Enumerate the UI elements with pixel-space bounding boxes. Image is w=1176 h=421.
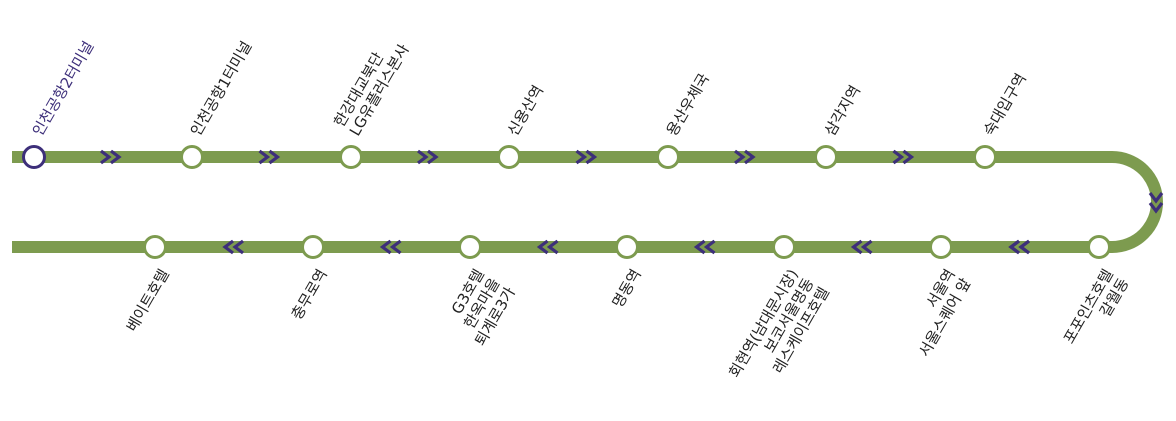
double-chevron-icon	[417, 149, 439, 165]
stop-label-s4: 신용산역	[504, 82, 547, 139]
stop-marker-s6[interactable]	[814, 145, 838, 169]
double-chevron-icon	[850, 239, 873, 255]
double-chevron-icon	[100, 149, 122, 165]
double-chevron-icon	[222, 239, 244, 255]
stop-marker-s5[interactable]	[656, 145, 680, 169]
stop-name: 신용산역	[504, 82, 547, 139]
stop-name: 명동역	[609, 266, 645, 311]
stop-marker-s12[interactable]	[458, 235, 482, 259]
stop-marker-s10[interactable]	[772, 235, 796, 259]
double-chevron-icon	[575, 149, 598, 165]
stop-name: 충무로역	[288, 266, 331, 323]
double-chevron-icon	[1008, 239, 1030, 255]
double-chevron-icon	[258, 149, 281, 165]
stop-name: 삼각지역	[821, 82, 864, 139]
stop-label-s7: 숙대입구역	[980, 70, 1030, 139]
stop-marker-s14[interactable]	[143, 235, 167, 259]
stop-name: 용산우체국	[663, 70, 713, 139]
stop-label-s14: 베이트호텔	[123, 266, 173, 335]
stop-marker-s13[interactable]	[301, 235, 325, 259]
stop-marker-s3[interactable]	[339, 145, 363, 169]
double-chevron-icon	[379, 239, 402, 255]
double-chevron-icon	[734, 149, 756, 165]
direction-arrows	[100, 149, 1164, 255]
stop-marker-s2[interactable]	[180, 145, 204, 169]
double-chevron-icon	[1148, 192, 1164, 214]
stop-label-s1: 인천공항2터미널	[29, 38, 98, 139]
stop-name: 베이트호텔	[123, 266, 173, 335]
stop-name: 숙대입구역	[980, 70, 1030, 139]
stop-marker-s1[interactable]	[22, 145, 46, 169]
stop-marker-s11[interactable]	[615, 235, 639, 259]
stop-name: 인천공항2터미널	[29, 38, 98, 139]
stop-label-s2: 인천공항1터미널	[187, 38, 256, 139]
stop-marker-s7[interactable]	[973, 145, 997, 169]
stop-label-s6: 삼각지역	[821, 82, 864, 139]
stop-marker-s8[interactable]	[1087, 235, 1111, 259]
stop-label-s11: 명동역	[609, 266, 645, 311]
stops	[22, 145, 1111, 259]
stop-name: 인천공항1터미널	[187, 38, 256, 139]
double-chevron-icon	[693, 239, 716, 255]
stop-marker-s9[interactable]	[929, 235, 953, 259]
stop-label-s13: 충무로역	[288, 266, 331, 323]
stop-marker-s4[interactable]	[497, 145, 521, 169]
double-chevron-icon	[536, 239, 559, 255]
stop-label-s5: 용산우체국	[663, 70, 713, 139]
double-chevron-icon	[892, 149, 915, 165]
route-line	[12, 151, 1163, 253]
